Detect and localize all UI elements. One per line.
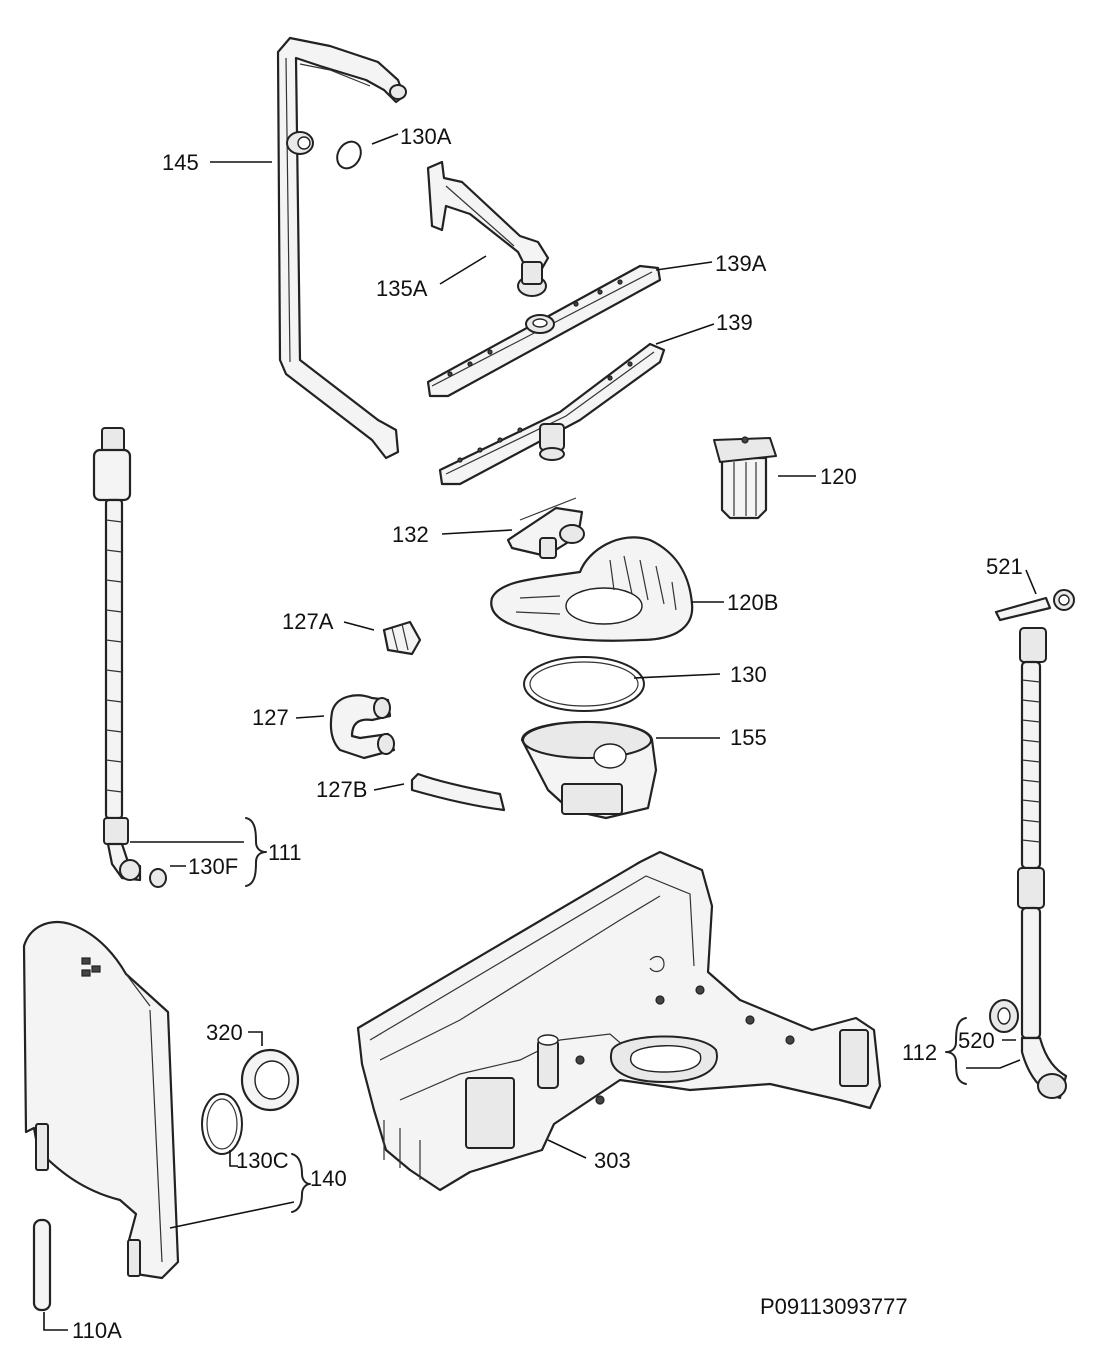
label-120B: 120B (727, 590, 778, 615)
part-111-inlet-hose[interactable] (92, 427, 142, 882)
label-127: 127 (252, 705, 289, 730)
part-130C-gasket[interactable] (201, 1093, 243, 1155)
part-130-sump-seal[interactable] (523, 656, 645, 712)
label-520: 520 (958, 1028, 995, 1053)
part-303-base[interactable] (356, 850, 882, 1192)
label-155: 155 (730, 725, 767, 750)
part-155-sump[interactable] (520, 720, 658, 820)
label-139A: 139A (715, 251, 767, 276)
part-127B-hose[interactable] (410, 772, 506, 812)
part-132-clip[interactable] (506, 497, 585, 559)
label-145: 145 (162, 150, 199, 175)
part-130A-o-ring[interactable] (332, 137, 365, 172)
label-135A: 135A (376, 276, 428, 301)
drawing-id: P09113093777 (760, 1294, 908, 1319)
label-112: 112 (902, 1040, 937, 1065)
part-140-side-panel[interactable] (22, 920, 180, 1280)
part-110A-rod[interactable] (32, 1218, 52, 1312)
part-145-spray-tube[interactable] (276, 36, 407, 460)
part-139-lower-spray-arm[interactable] (438, 342, 666, 486)
label-130: 130 (730, 662, 767, 687)
label-120: 120 (820, 464, 857, 489)
label-140: 140 (310, 1166, 347, 1191)
label-130F: 130F (188, 854, 238, 879)
part-521-clip[interactable] (994, 589, 1075, 622)
part-139A-upper-spray-arm[interactable] (426, 264, 662, 398)
label-303: 303 (594, 1148, 631, 1173)
label-130A: 130A (400, 124, 452, 149)
part-130F-washer[interactable] (149, 868, 167, 888)
label-127B: 127B (316, 777, 367, 802)
part-112-drain-hose[interactable] (1017, 627, 1068, 1100)
part-520-adapter[interactable] (989, 999, 1019, 1033)
label-127A: 127A (282, 609, 334, 634)
label-521: 521 (986, 554, 1023, 579)
label-320: 320 (206, 1020, 243, 1045)
part-120-filter[interactable] (713, 436, 777, 520)
part-135A-spray-arm-support[interactable] (426, 160, 550, 297)
label-111: 111 (268, 840, 301, 865)
label-139: 139 (716, 310, 753, 335)
label-110A: 110A (72, 1318, 122, 1343)
part-120B-filter-plate[interactable] (490, 536, 694, 642)
part-320-seal[interactable] (240, 1048, 300, 1112)
label-130C: 130C (236, 1148, 289, 1173)
part-127-elbow[interactable] (329, 694, 396, 760)
label-132: 132 (392, 522, 429, 547)
part-127A-sleeve[interactable] (382, 620, 422, 656)
